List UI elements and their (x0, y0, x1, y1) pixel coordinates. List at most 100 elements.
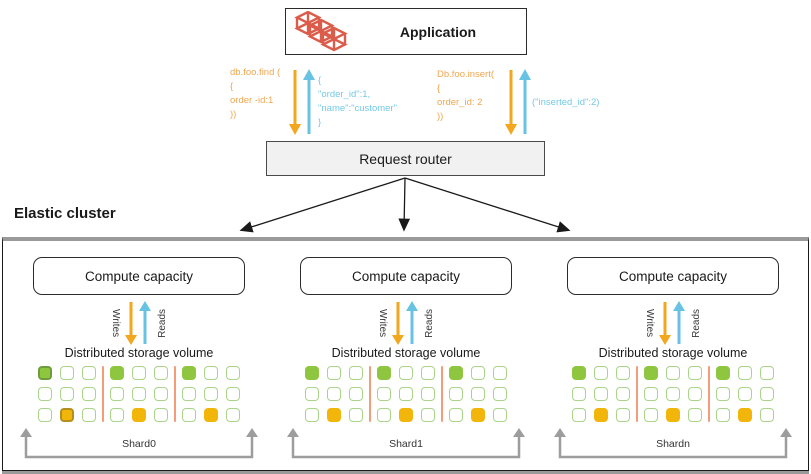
read-up-arrow-icon (519, 69, 531, 134)
storage-cell (471, 366, 485, 380)
write-read-arrows (659, 301, 685, 345)
storage-cell (738, 366, 752, 380)
storage-cell (572, 366, 586, 380)
find-response-code: { "order_id":1, "name":"customer" } (318, 74, 397, 130)
shard-column: Compute capacity Writes Reads Distribute… (552, 253, 794, 468)
storage-cell (616, 408, 630, 422)
storage-group (305, 366, 363, 422)
storage-cell (760, 408, 774, 422)
shard-label: Shardn (656, 438, 690, 450)
read-up-arrow-icon (139, 301, 151, 344)
storage-cell (449, 366, 463, 380)
request-router-title: Request router (359, 150, 452, 167)
storage-cell (399, 387, 413, 401)
storage-cell (182, 366, 196, 380)
storage-grid (18, 366, 260, 422)
insert-request-code: Db.foo.insert( { order_id: 2 )) (437, 68, 494, 124)
storage-cell (110, 408, 124, 422)
storage-group (572, 366, 630, 422)
router-fanout-arrows (239, 177, 571, 233)
application-box: Application (285, 8, 527, 55)
storage-group (449, 366, 507, 422)
code-line: Db.foo.insert( (437, 69, 495, 80)
storage-cell (60, 387, 74, 401)
reads-label: Reads (157, 308, 168, 338)
reads-label: Reads (691, 308, 702, 338)
compute-capacity-label: Compute capacity (84, 268, 194, 284)
code-line: "order_id":1, (318, 89, 371, 100)
storage-cell (493, 366, 507, 380)
storage-cell (449, 387, 463, 401)
compute-capacity-box: Compute capacity (300, 257, 512, 295)
storage-cell (594, 366, 608, 380)
writes-label: Writes (644, 308, 655, 338)
storage-cell (399, 408, 413, 422)
code-line: { (437, 83, 441, 94)
storage-cell (38, 408, 52, 422)
storage-cell (327, 366, 341, 380)
storage-volume-label: Distributed storage volume (598, 346, 748, 360)
compute-capacity-label: Compute capacity (351, 268, 461, 284)
write-read-arrows (392, 301, 418, 345)
code-line: order_id: 2 (437, 97, 483, 108)
storage-grid (552, 366, 794, 422)
storage-group-separator (636, 366, 638, 422)
storage-cell (716, 366, 730, 380)
storage-group-separator (708, 366, 710, 422)
storage-cell (226, 408, 240, 422)
storage-group-separator (102, 366, 104, 422)
storage-cell (327, 408, 341, 422)
storage-cell (377, 366, 391, 380)
storage-cell (493, 387, 507, 401)
read-up-arrow-icon (673, 301, 685, 344)
shard-column: Compute capacity Writes Reads Distribute… (285, 253, 527, 468)
storage-group (644, 366, 702, 422)
storage-cell (305, 366, 319, 380)
storage-cell (644, 366, 658, 380)
shard-label: Shard1 (389, 438, 423, 450)
storage-cell (716, 408, 730, 422)
storage-cell (421, 366, 435, 380)
storage-cell (666, 408, 680, 422)
shard-label: Shard0 (122, 438, 156, 450)
storage-cell (132, 387, 146, 401)
code-line: ("inserted_id":2) (532, 97, 600, 108)
storage-cell (644, 387, 658, 401)
storage-cell (82, 366, 96, 380)
storage-cell (226, 366, 240, 380)
write-down-arrow-icon (505, 70, 517, 135)
storage-cell (204, 408, 218, 422)
shard-bracket: Shard1 (285, 427, 527, 463)
storage-cell (688, 387, 702, 401)
write-down-arrow-icon (392, 302, 404, 345)
storage-cell (666, 387, 680, 401)
storage-grid (285, 366, 527, 422)
storage-group (716, 366, 774, 422)
code-line: { (230, 81, 234, 92)
storage-cell (716, 387, 730, 401)
writes-label: Writes (377, 308, 388, 338)
compute-capacity-label: Compute capacity (618, 268, 728, 284)
storage-cell (305, 387, 319, 401)
application-title: Application (399, 23, 477, 40)
storage-cell (471, 387, 485, 401)
storage-group (38, 366, 96, 422)
storage-volume-label: Distributed storage volume (331, 346, 481, 360)
storage-cell (154, 408, 168, 422)
storage-cell (760, 366, 774, 380)
storage-cell (644, 408, 658, 422)
storage-cell (594, 408, 608, 422)
storage-cell (493, 408, 507, 422)
storage-group (110, 366, 168, 422)
request-router-box: Request router (266, 141, 545, 176)
storage-cell (399, 366, 413, 380)
write-down-arrow-icon (289, 70, 301, 135)
storage-group-separator (441, 366, 443, 422)
elastic-cluster-box: Compute capacity Writes Reads Distribute… (2, 237, 809, 471)
storage-cell (688, 408, 702, 422)
storage-cell (594, 387, 608, 401)
storage-cell (305, 408, 319, 422)
application-cubes-icon (294, 10, 348, 51)
storage-cell (82, 408, 96, 422)
insert-write-read-arrows (505, 69, 531, 135)
